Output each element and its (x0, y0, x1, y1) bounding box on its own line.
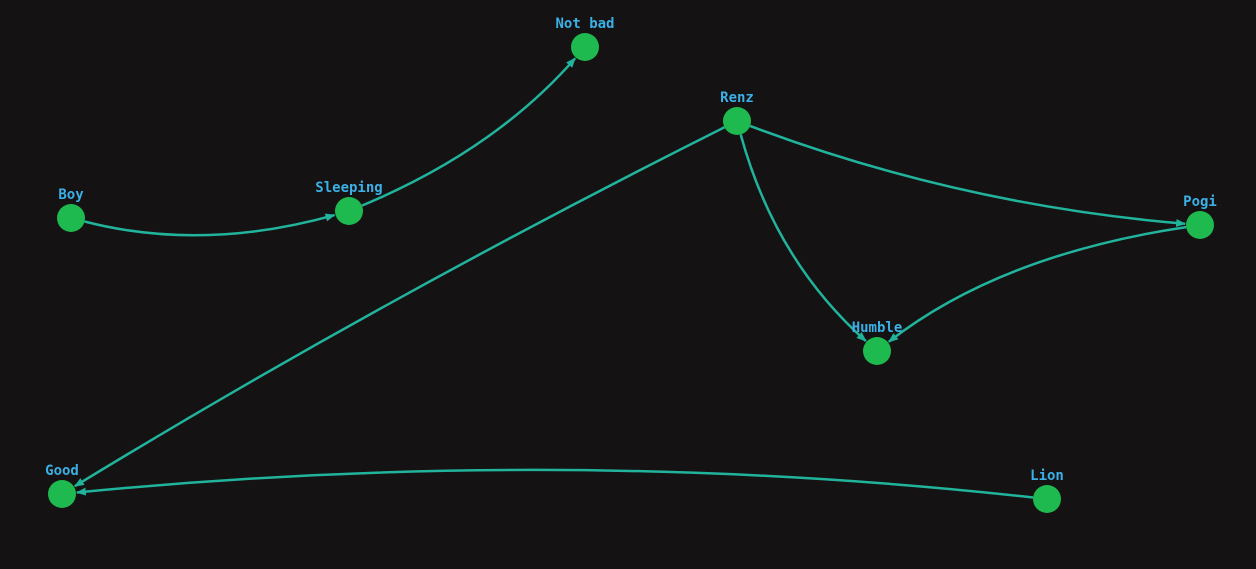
node-lion[interactable]: Lion (1030, 468, 1064, 513)
node-circle-good[interactable] (48, 480, 76, 508)
edge-renz-humble (739, 134, 867, 342)
node-label-pogi: Pogi (1183, 194, 1217, 210)
edge-lion-good (75, 468, 1034, 499)
node-circle-notbad[interactable] (571, 33, 599, 61)
node-circle-humble[interactable] (863, 337, 891, 365)
node-pogi[interactable]: Pogi (1183, 194, 1217, 239)
node-label-humble: Humble (852, 320, 903, 336)
node-label-sleeping: Sleeping (315, 180, 382, 196)
edge-renz-good (73, 126, 726, 488)
edge-boy-sleeping (84, 213, 336, 237)
node-label-lion: Lion (1030, 468, 1064, 484)
node-boy[interactable]: Boy (57, 187, 85, 232)
edge-sleeping-notbad (361, 57, 577, 207)
node-notbad[interactable]: Not bad (555, 16, 615, 61)
node-circle-lion[interactable] (1033, 485, 1061, 513)
node-label-renz: Renz (720, 90, 754, 106)
node-label-boy: Boy (58, 187, 84, 203)
node-humble[interactable]: Humble (852, 320, 903, 365)
node-renz[interactable]: Renz (720, 90, 754, 135)
node-circle-renz[interactable] (723, 107, 751, 135)
node-good[interactable]: Good (45, 463, 79, 508)
edge-renz-pogi (749, 124, 1187, 227)
node-circle-sleeping[interactable] (335, 197, 363, 225)
node-label-good: Good (45, 463, 79, 479)
node-sleeping[interactable]: Sleeping (315, 180, 383, 225)
edge-pogi-humble (888, 225, 1187, 343)
node-circle-boy[interactable] (57, 204, 85, 232)
node-circle-pogi[interactable] (1186, 211, 1214, 239)
edges-layer (73, 57, 1187, 499)
node-label-notbad: Not bad (555, 16, 614, 32)
